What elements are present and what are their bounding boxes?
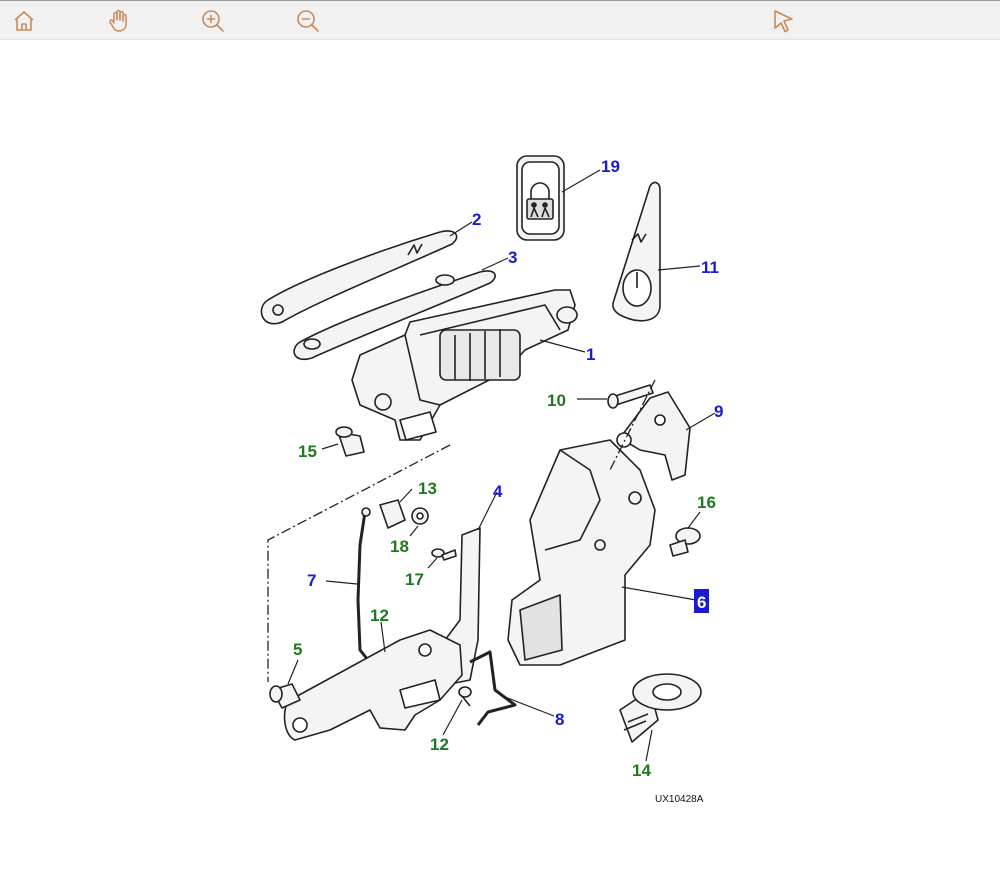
- zoom-in-button[interactable]: [197, 5, 229, 37]
- callout-4[interactable]: 4: [493, 482, 503, 501]
- part-8-link-rod[interactable]: [469, 650, 517, 726]
- callout-12-upper[interactable]: 12: [370, 606, 389, 625]
- part-9-bracket[interactable]: [616, 391, 691, 481]
- pan-button[interactable]: [103, 5, 135, 37]
- callout-1[interactable]: 1: [586, 345, 595, 364]
- callout-5[interactable]: 5: [293, 640, 302, 659]
- part-12-screw-lower[interactable]: [458, 686, 472, 707]
- callout-6-highlight: [694, 589, 709, 613]
- callout-17[interactable]: 17: [405, 570, 424, 589]
- diagram-reference-code: UX10428A: [655, 794, 704, 805]
- callout-14[interactable]: 14: [632, 761, 651, 780]
- callout-12-lower[interactable]: 12: [430, 735, 449, 754]
- home-button[interactable]: [8, 5, 40, 37]
- part-11-lock-bezel[interactable]: [612, 181, 661, 322]
- callout-16[interactable]: 16: [697, 493, 716, 512]
- part-15-screw[interactable]: [335, 426, 365, 457]
- callout-15[interactable]: 15: [298, 442, 317, 461]
- part-16-screw[interactable]: [669, 527, 701, 557]
- select-button[interactable]: [768, 5, 800, 37]
- part-18-nut[interactable]: [411, 507, 429, 525]
- callout-10[interactable]: 10: [547, 391, 566, 410]
- part-2-handle-trim[interactable]: [260, 230, 458, 325]
- diagram-viewport[interactable]: [0, 41, 1000, 873]
- pointer-icon: [774, 10, 793, 33]
- part-19-child-lock-label[interactable]: [516, 155, 565, 241]
- callout-7[interactable]: 7: [307, 571, 316, 590]
- part-1-exterior-handle-assembly[interactable]: [351, 289, 578, 441]
- part-4-lever-arm[interactable]: [283, 629, 463, 741]
- callout-11[interactable]: 11: [701, 258, 719, 277]
- toolbar: [0, 0, 1000, 40]
- callout-19[interactable]: 19: [601, 157, 620, 176]
- callout-6[interactable]: 6: [697, 593, 706, 612]
- part-6-door-latch[interactable]: [507, 439, 656, 666]
- callout-2[interactable]: 2: [472, 210, 481, 229]
- zoom-out-button[interactable]: [292, 5, 324, 37]
- home-icon: [14, 11, 34, 31]
- part-3-handle-gasket[interactable]: [293, 270, 496, 361]
- part-17-screw[interactable]: [431, 548, 457, 561]
- part-14-striker-bolt[interactable]: [619, 673, 702, 743]
- hand-icon: [109, 9, 127, 32]
- callout-9[interactable]: 9: [714, 402, 723, 421]
- zoom-in-icon: [202, 10, 224, 32]
- part-7-control-rod[interactable]: [356, 507, 374, 666]
- part-10-screw[interactable]: [607, 384, 654, 409]
- callout-18[interactable]: 18: [390, 537, 409, 556]
- part-13-clip[interactable]: [379, 499, 406, 529]
- callout-8[interactable]: 8: [555, 710, 564, 729]
- connector-line-right: [609, 379, 656, 471]
- zoom-out-icon: [297, 10, 319, 32]
- callout-13[interactable]: 13: [418, 479, 437, 498]
- connector-line-left: [267, 444, 451, 682]
- callout-3[interactable]: 3: [508, 248, 517, 267]
- part-5-bushing[interactable]: [269, 683, 301, 709]
